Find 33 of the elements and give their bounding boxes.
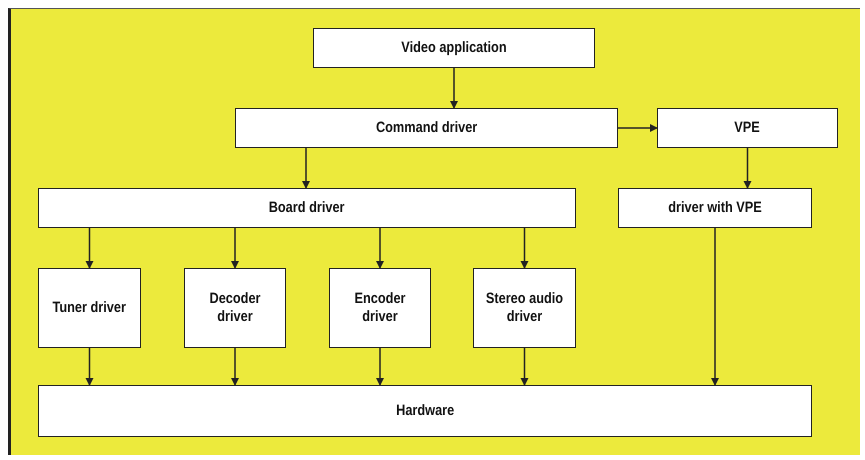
process-box — [184, 268, 286, 348]
arrow — [450, 68, 458, 109]
process-box — [657, 108, 838, 148]
arrow — [231, 228, 239, 269]
arrow — [744, 148, 752, 189]
node-label: Command driver — [376, 119, 478, 137]
process-box — [38, 268, 141, 348]
node-label: Stereo audio driver — [484, 290, 564, 326]
arrow — [376, 228, 384, 269]
node-label: driver with VPE — [668, 199, 762, 217]
process-box — [473, 268, 576, 348]
process-box — [235, 108, 618, 148]
node-label: Encoder driver — [353, 290, 406, 326]
node-label: Hardware — [396, 402, 454, 420]
node-label: Video application — [401, 39, 507, 57]
arrow — [520, 228, 528, 269]
node-label: Tuner driver — [52, 299, 126, 317]
node-label: VPE — [734, 119, 760, 137]
process-box — [38, 188, 576, 228]
arrow — [302, 148, 310, 189]
arrow — [86, 348, 94, 386]
arrow — [618, 124, 658, 132]
arrow — [376, 348, 384, 386]
node-label: Decoder driver — [208, 290, 262, 326]
arrow — [520, 348, 528, 386]
arrow — [231, 348, 239, 386]
process-box — [329, 268, 431, 348]
process-box — [38, 385, 812, 437]
process-box — [313, 28, 595, 68]
arrow — [711, 228, 719, 386]
arrow — [86, 228, 94, 269]
node-label: Board driver — [269, 199, 345, 217]
process-box — [618, 188, 812, 228]
